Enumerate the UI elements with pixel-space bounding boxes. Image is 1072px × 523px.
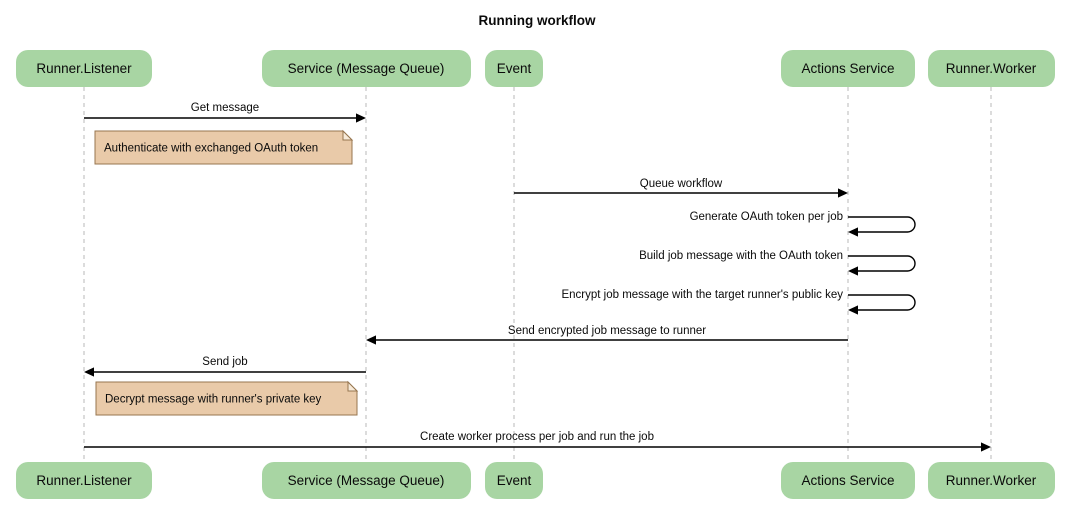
participant-label-event-top: Event [497, 61, 532, 76]
participant-box-event-top[interactable] [485, 50, 543, 87]
message-queue-workflow[interactable]: Queue workflow [514, 178, 848, 198]
arrowhead-build-job-message-with-the-oauth-token [848, 266, 858, 276]
participant-box-actions-service-bottom[interactable] [781, 462, 915, 499]
notes-group: Authenticate with exchanged OAuth tokenD… [94, 129, 359, 416]
message-label-get-message: Get message [191, 102, 259, 114]
arrowhead-queue-workflow [838, 188, 848, 198]
participants-bottom-group: Runner.Listener Service (Message Queue) Ev… [16, 462, 1055, 499]
message-send-job[interactable]: Send job [84, 356, 366, 377]
participant-label-runner-worker-top: Runner.Worker [946, 61, 1037, 76]
message-build-job-message-with-the-oauth-token[interactable]: Build job message with the OAuth token [639, 250, 916, 276]
arrowhead-send-job [84, 367, 94, 377]
message-label-generate-oauth-token-per-job: Generate OAuth token per job [690, 211, 843, 223]
participant-label-actions-service-top: Actions Service [801, 61, 894, 76]
participant-label-runner-listener-bottom: Runner.Listener [36, 473, 132, 488]
participant-box-runner-listener-top[interactable] [16, 50, 152, 87]
arrowhead-send-encrypted-job-message-to-runner [366, 335, 376, 345]
note-decrypt-message-with-runners-private-key[interactable]: Decrypt message with runner's private ke… [95, 380, 359, 416]
note-body-decrypt-message-with-runners-private-key [95, 381, 358, 416]
arrowhead-encrypt-job-message-with-the-target-runners-public-key [848, 305, 858, 315]
participant-box-event-bottom[interactable] [485, 462, 543, 499]
message-label-send-job: Send job [202, 356, 247, 368]
message-get-message[interactable]: Get message [84, 102, 366, 123]
note-body-authenticate-with-exchanged-oauth-token [94, 130, 353, 165]
participant-box-actions-service-top[interactable] [781, 50, 915, 87]
message-send-encrypted-job-message-to-runner[interactable]: Send encrypted job message to runner [366, 325, 848, 345]
message-label-send-encrypted-job-message-to-runner: Send encrypted job message to runner [508, 325, 706, 337]
message-create-worker-process-per-job-and-run-the-job[interactable]: Create worker process per job and run th… [84, 431, 991, 452]
self-loop-path-generate-oauth-token-per-job [848, 216, 916, 233]
note-label-authenticate-with-exchanged-oauth-token: Authenticate with exchanged OAuth token [104, 143, 318, 155]
message-encrypt-job-message-with-the-target-runners-public-key[interactable]: Encrypt job message with the target runn… [561, 289, 916, 315]
participant-box-service-message-queue-top[interactable] [262, 50, 471, 87]
message-generate-oauth-token-per-job[interactable]: Generate OAuth token per job [690, 211, 916, 237]
arrowhead-generate-oauth-token-per-job [848, 227, 858, 237]
participant-label-service-message-queue-bottom: Service (Message Queue) [288, 473, 445, 488]
message-label-create-worker-process-per-job-and-run-the-job: Create worker process per job and run th… [420, 431, 654, 443]
participant-label-runner-listener-top: Runner.Listener [36, 61, 132, 76]
message-label-encrypt-job-message-with-the-target-runners-public-key: Encrypt job message with the target runn… [561, 289, 843, 301]
participant-label-event-bottom: Event [497, 473, 532, 488]
diagram-title: Running workflow [479, 13, 596, 28]
message-label-build-job-message-with-the-oauth-token: Build job message with the OAuth token [639, 250, 843, 262]
arrowhead-get-message [356, 113, 366, 123]
self-loop-path-encrypt-job-message-with-the-target-runners-public-key [848, 294, 916, 311]
participant-label-runner-worker-bottom: Runner.Worker [946, 473, 1037, 488]
participant-box-service-message-queue-bottom[interactable] [262, 462, 471, 499]
participant-box-runner-listener-bottom[interactable] [16, 462, 152, 499]
note-fold-decrypt-message-with-runners-private-key [347, 380, 359, 392]
lifelines-group [83, 87, 992, 462]
participants-top-group: Runner.Listener Service (Message Queue) Ev… [16, 50, 1055, 87]
self-loop-path-build-job-message-with-the-oauth-token [848, 255, 916, 272]
note-fold-authenticate-with-exchanged-oauth-token [342, 129, 354, 141]
participant-label-actions-service-bottom: Actions Service [801, 473, 894, 488]
note-authenticate-with-exchanged-oauth-token[interactable]: Authenticate with exchanged OAuth token [94, 129, 354, 165]
note-label-decrypt-message-with-runners-private-key: Decrypt message with runner's private ke… [105, 394, 322, 406]
participant-box-runner-worker-bottom[interactable] [928, 462, 1055, 499]
participant-box-runner-worker-top[interactable] [928, 50, 1055, 87]
participant-label-service-message-queue-top: Service (Message Queue) [288, 61, 445, 76]
arrowhead-create-worker-process-per-job-and-run-the-job [981, 442, 991, 452]
message-label-queue-workflow: Queue workflow [640, 178, 723, 190]
